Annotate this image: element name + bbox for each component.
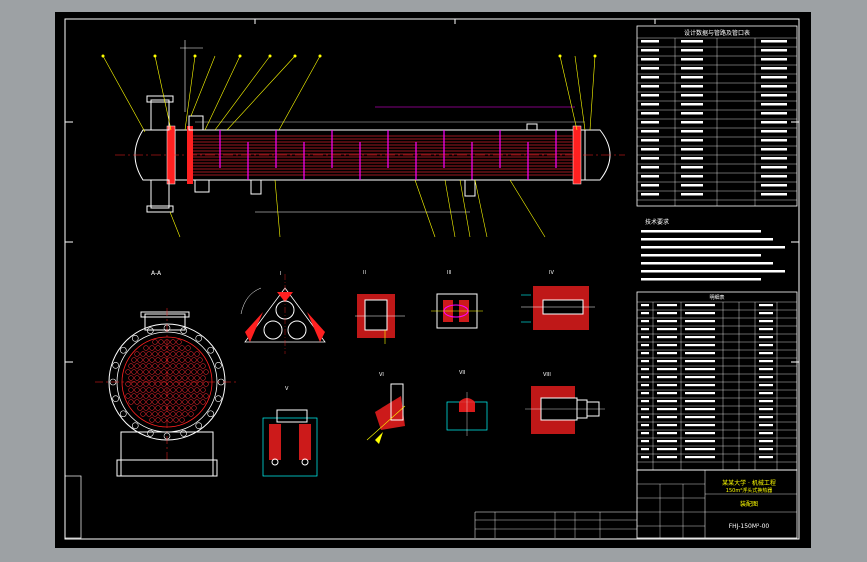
detail-5-label: V [285, 386, 289, 392]
title-assembly-label: 装配图 [740, 500, 758, 508]
detail-5-view [262, 409, 318, 477]
parts-list-table [636, 291, 798, 471]
cad-drawing-canvas: 设计数据与管路及管口表 技术要求 明细表 某某大 [55, 12, 811, 548]
tech-requirements-header: 技术要求 [645, 218, 669, 226]
title-drawing-name: 150m²浮头式换热器 [726, 487, 772, 494]
main-elevation-view [101, 40, 625, 238]
technical-requirements [641, 230, 785, 281]
drawing-svg: 设计数据与管路及管口表 技术要求 明细表 某某大 [64, 18, 800, 540]
detail-tube-layout [240, 274, 326, 354]
section-aa-view [95, 308, 239, 477]
parts-list-header: 明细表 [709, 294, 724, 301]
detail-8-label: VIII [543, 372, 551, 378]
section-aa-label: A-A [151, 270, 162, 277]
detail-8-view [525, 386, 605, 434]
detail-3-label: III [447, 270, 451, 276]
sheet-border [64, 18, 800, 540]
detail-4-label: IV [549, 270, 554, 276]
detail-2-view [355, 294, 405, 344]
design-data-header: 设计数据与管路及管口表 [684, 29, 750, 37]
detail-7-view [446, 392, 488, 436]
title-block [474, 469, 798, 539]
title-drawing-number: FHJ-150M²-00 [729, 523, 770, 530]
detail-6-label: VI [379, 372, 384, 378]
title-university: 某某大学 · 机械工程 [722, 479, 776, 487]
detail-2-label: II [363, 270, 366, 276]
design-data-table [636, 25, 798, 207]
detail-3-view [431, 293, 483, 329]
detail-6-view [366, 383, 406, 444]
detail-4-view [521, 286, 595, 330]
detail-1-label: I [280, 271, 281, 277]
detail-7-label: VII [459, 370, 465, 376]
